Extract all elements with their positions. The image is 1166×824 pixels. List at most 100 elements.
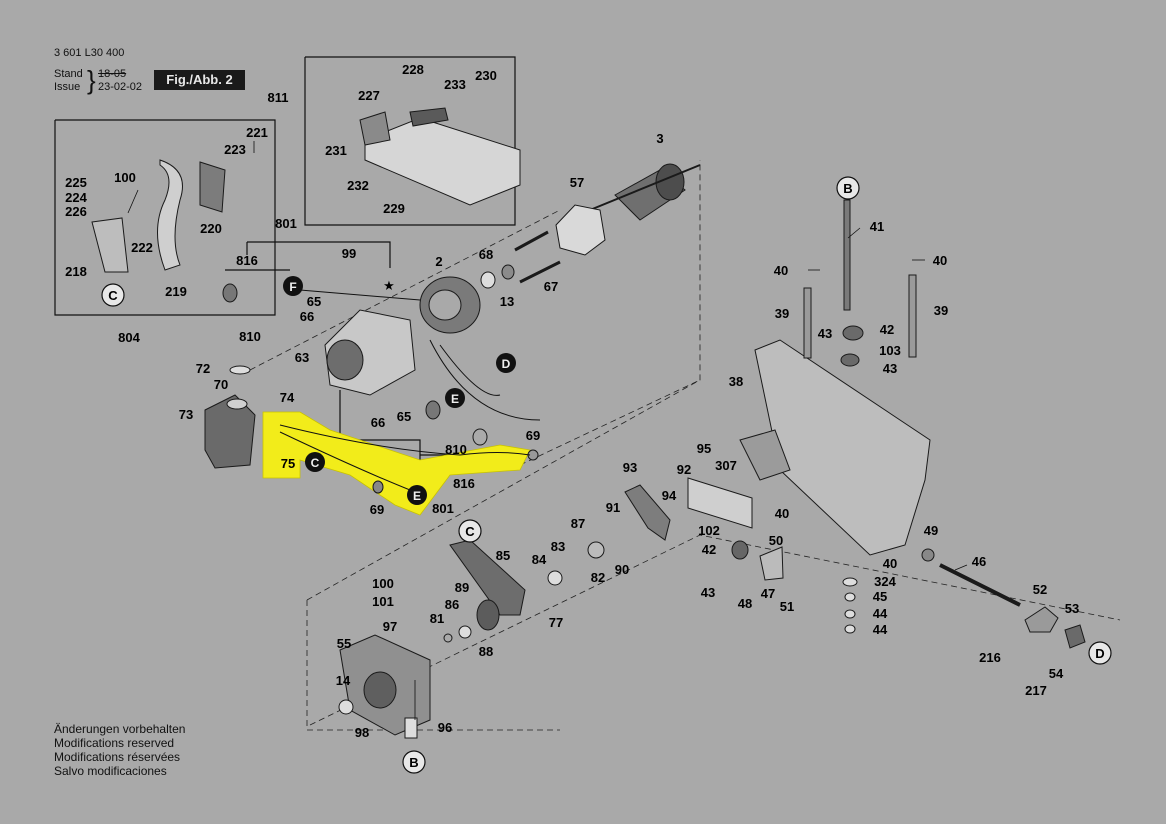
part-label-63: 63 — [295, 350, 309, 365]
knob-53 — [1064, 624, 1086, 649]
part-label-55: 55 — [337, 636, 351, 651]
label-810-top: 810 — [239, 329, 261, 344]
part-label-74: 74 — [280, 390, 295, 405]
part-label-93: 93 — [623, 460, 637, 475]
part-label-68: 68 — [479, 247, 493, 262]
part-label-40: 40 — [933, 253, 947, 268]
box-811 — [304, 56, 516, 226]
marker-f: F — [289, 280, 296, 294]
bracket-93 — [624, 484, 671, 541]
base-frame — [754, 339, 931, 556]
part-label-91: 91 — [606, 500, 620, 515]
part-label-100: 100 — [372, 576, 394, 591]
part-label-42: 42 — [880, 322, 894, 337]
label-810-bottom: 810 — [445, 442, 467, 457]
part-label-46: 46 — [972, 554, 986, 569]
part-label-51: 51 — [780, 599, 794, 614]
part-label-221: 221 — [246, 125, 268, 140]
part-label-54: 54 — [1049, 666, 1064, 681]
part-label-14: 14 — [336, 673, 351, 688]
part-label-82: 82 — [591, 570, 605, 585]
part-label-49: 49 — [924, 523, 938, 538]
note-fr: Modifications réservées — [54, 750, 181, 764]
marker-b-bottom: B — [409, 755, 418, 770]
part-label-229: 229 — [383, 201, 405, 216]
part-label-65: 65 — [397, 409, 411, 424]
part-label-66: 66 — [371, 415, 385, 430]
part-label-98: 98 — [355, 725, 369, 740]
part-number: 3 601 L30 400 — [54, 47, 125, 59]
note-de: Änderungen vorbehalten — [54, 722, 186, 736]
part-label-217: 217 — [1025, 683, 1047, 698]
part-label-43: 43 — [818, 326, 832, 341]
part-label-48: 48 — [738, 596, 752, 611]
end-cover — [204, 394, 256, 469]
part-label-43: 43 — [701, 585, 715, 600]
bracket-801-top — [247, 241, 391, 268]
part-label-69: 69 — [370, 502, 384, 517]
part-label-45: 45 — [873, 589, 887, 604]
part-label-40: 40 — [774, 263, 788, 278]
part-label-73: 73 — [179, 407, 193, 422]
part-label-47: 47 — [761, 586, 775, 601]
part-label-230: 230 — [475, 68, 497, 83]
part-label-52: 52 — [1033, 582, 1047, 597]
part-label-219: 219 — [165, 284, 187, 299]
plate-102 — [687, 477, 753, 529]
part-label-100: 100 — [114, 170, 136, 185]
part-label-81: 81 — [430, 611, 444, 626]
marker-e-lower: E — [413, 489, 421, 503]
handwheel-52 — [1024, 606, 1059, 633]
part-label-53: 53 — [1065, 601, 1079, 616]
marker-d-mid: D — [502, 357, 511, 371]
figure-label: Fig./Abb. 2 — [154, 70, 245, 90]
stand-value: 18-05 — [98, 68, 127, 80]
part-label-101: 101 — [372, 594, 394, 609]
post-39-right — [908, 274, 917, 358]
part-label-103: 103 — [879, 343, 901, 358]
part-label-226: 226 — [65, 204, 87, 219]
part-label-72: 72 — [196, 361, 210, 376]
part-label-99: 99 — [342, 246, 356, 261]
fan — [555, 204, 606, 256]
label-816-bottom: 816 — [453, 476, 475, 491]
issue-value: 23-02-02 — [98, 81, 143, 93]
marker-c-left: C — [108, 288, 118, 303]
part-label-13: 13 — [500, 294, 514, 309]
marker-c-yellow: C — [311, 456, 320, 470]
part-label-70: 70 — [214, 377, 228, 392]
part-label-216: 216 — [979, 650, 1001, 665]
guard-bracket — [91, 217, 129, 273]
part-shapes — [91, 107, 1086, 739]
note-en: Modifications reserved — [54, 736, 175, 750]
part-label-89: 89 — [455, 580, 469, 595]
part-label-86: 86 — [445, 597, 459, 612]
assembly-guides — [249, 160, 1121, 731]
note-es: Salvo modificaciones — [54, 764, 167, 778]
label-801-bottom: 801 — [432, 501, 454, 516]
modification-notes: Änderungen vorbehalten Modifications res… — [54, 722, 185, 778]
spindle-41 — [843, 199, 851, 311]
part-label-102: 102 — [698, 523, 720, 538]
blade-guard — [157, 159, 183, 271]
marker-star: ★ — [383, 278, 395, 293]
part-label-224: 224 — [65, 190, 87, 205]
part-label-87: 87 — [571, 516, 585, 531]
part-label-225: 225 — [65, 175, 87, 190]
part-label-85: 85 — [496, 548, 510, 563]
part-label-75: 75 — [281, 456, 295, 471]
part-label-307: 307 — [715, 458, 737, 473]
part-label-90: 90 — [615, 562, 629, 577]
label-811: 811 — [268, 90, 289, 105]
part-label-95: 95 — [697, 441, 711, 456]
part-label-94: 94 — [662, 488, 677, 503]
part-label-324: 324 — [874, 574, 896, 589]
marker-e-upper: E — [451, 392, 459, 406]
part-label-69: 69 — [526, 428, 540, 443]
guard-plate — [199, 161, 226, 213]
leader-lines — [127, 141, 968, 720]
marker-b-top: B — [843, 181, 852, 196]
label-804: 804 — [118, 330, 140, 345]
stand-label: Stand — [54, 68, 83, 80]
